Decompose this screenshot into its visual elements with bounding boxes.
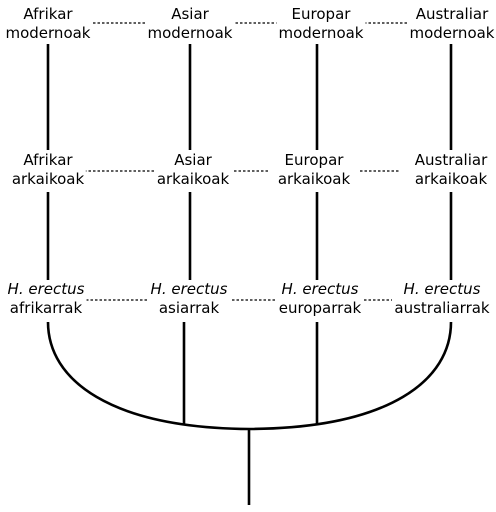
node-region-text: Australiar xyxy=(414,151,488,169)
node-region-text: Afrikar xyxy=(23,5,73,23)
node-species-text: H. erectus xyxy=(403,280,481,298)
node-species-text: H. erectus xyxy=(7,280,85,298)
node-region-text: europarrak xyxy=(278,299,362,317)
node-stage-text: modernoak xyxy=(5,24,91,42)
node-stage-text: arkaikoak xyxy=(414,170,488,188)
node-stage-text: modernoak xyxy=(409,24,495,42)
node-region-text: Asiar xyxy=(171,5,209,23)
node-stage-text: modernoak xyxy=(278,24,364,42)
node-asian-erectus: H. erectus asiarrak xyxy=(148,280,230,318)
node-region-text: Australiar xyxy=(415,5,489,23)
node-region-text: asiarrak xyxy=(158,299,220,317)
node-african-archaic: Afrikar arkaikoak xyxy=(9,151,87,189)
node-region-text: Europar xyxy=(291,5,351,23)
node-region-text: afrikarrak xyxy=(9,299,83,317)
node-species-text: H. erectus xyxy=(281,280,359,298)
node-region-text: Afrikar xyxy=(23,151,73,169)
node-region-text: australiarrak xyxy=(394,299,490,317)
node-african-erectus: H. erectus afrikarrak xyxy=(5,280,87,318)
node-asian-archaic: Asiar arkaikoak xyxy=(154,151,232,189)
node-stage-text: modernoak xyxy=(147,24,233,42)
node-asian-modern: Asiar modernoak xyxy=(145,5,235,43)
node-australian-modern: Australiar modernoak xyxy=(407,5,496,43)
node-european-modern: Europar modernoak xyxy=(276,5,366,43)
node-australian-archaic: Australiar arkaikoak xyxy=(412,151,490,189)
node-australian-erectus: H. erectus australiarrak xyxy=(392,280,492,318)
node-region-text: Asiar xyxy=(174,151,212,169)
node-european-archaic: Europar arkaikoak xyxy=(275,151,353,189)
node-stage-text: arkaikoak xyxy=(11,170,85,188)
node-region-text: Europar xyxy=(284,151,344,169)
node-stage-text: arkaikoak xyxy=(277,170,351,188)
node-african-modern: Afrikar modernoak xyxy=(3,5,93,43)
node-species-text: H. erectus xyxy=(150,280,228,298)
node-stage-text: arkaikoak xyxy=(156,170,230,188)
node-european-erectus: H. erectus europarrak xyxy=(276,280,364,318)
common-ancestor-arc xyxy=(46,321,453,431)
